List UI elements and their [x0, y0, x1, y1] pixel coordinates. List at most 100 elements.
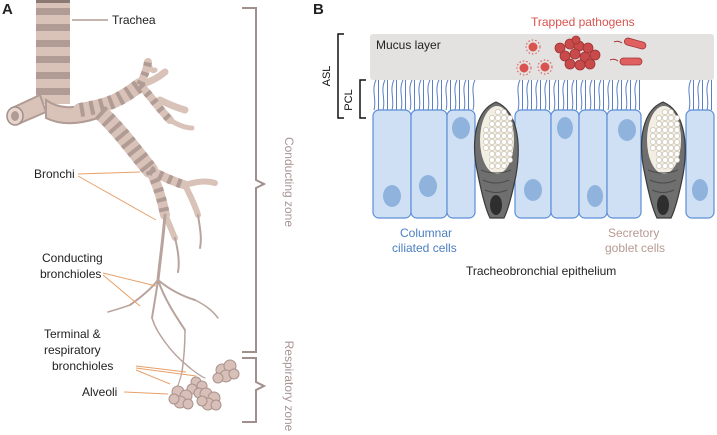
mucin-granule: [656, 127, 662, 133]
mucin-granule: [489, 151, 495, 157]
cilium: [445, 79, 449, 111]
conducting-zone-label: Conducting zone: [282, 137, 296, 227]
mucin-granule: [674, 139, 680, 145]
cilium: [436, 79, 440, 111]
mucin-granule: [501, 109, 507, 115]
mucin-granule: [656, 139, 662, 145]
pcl-label: PCL: [343, 89, 355, 110]
label-alveoli: Alveoli: [82, 385, 117, 399]
secretory-label-line1: Secretory: [608, 226, 659, 240]
cilium: [535, 79, 539, 111]
mucin-granule: [483, 127, 489, 133]
zone-brackets: [242, 7, 267, 423]
mucin-granule: [507, 127, 513, 133]
mucin-granule: [662, 127, 668, 133]
cilium: [607, 79, 611, 111]
label-bronchi: Bronchi: [34, 167, 75, 181]
mucin-granule: [483, 139, 489, 145]
cilium: [580, 79, 584, 111]
cilium: [706, 79, 710, 111]
mucin-granule: [662, 145, 668, 151]
mucin-granule: [489, 133, 495, 139]
mucin-granule: [507, 145, 513, 151]
label-terminal-line1: Terminal &: [44, 327, 101, 341]
mucin-granule: [650, 139, 656, 145]
panel-a-letter: A: [2, 1, 13, 18]
mucin-granule: [489, 115, 495, 121]
cilium: [526, 79, 530, 111]
mucin-granule: [495, 163, 501, 169]
mucin-granule: [495, 121, 501, 127]
cilium: [454, 79, 458, 111]
mucin-granule: [662, 163, 668, 169]
mucin-granule: [507, 121, 513, 127]
cilium: [544, 79, 548, 111]
mucin-granule: [507, 151, 513, 157]
epithelium-caption: Tracheobronchial epithelium: [466, 264, 616, 278]
cilium: [418, 79, 422, 111]
mucin-granule: [668, 157, 674, 163]
mucin-granule: [662, 139, 668, 145]
secretory-label-line2: goblet cells: [605, 241, 665, 255]
mucin-granule: [495, 115, 501, 121]
mucin-granule: [668, 127, 674, 133]
mucin-granule: [501, 163, 507, 169]
mucin-granule: [662, 157, 668, 163]
cilium: [625, 79, 629, 111]
mucin-granule: [489, 121, 495, 127]
cilium: [562, 79, 566, 111]
mucin-granule: [495, 139, 501, 145]
mucus-layer-label: Mucus layer: [376, 38, 441, 52]
label-terminal-line2: respiratory: [44, 343, 101, 357]
columnar-label-line1: Columnar: [400, 226, 452, 240]
pathogens: [516, 35, 647, 76]
cilium: [571, 79, 575, 111]
mucin-granule: [507, 139, 513, 145]
goblet-cells: [473, 101, 686, 219]
cilia: [373, 79, 712, 111]
panel-b-letter: B: [313, 1, 324, 18]
mucin-granule: [489, 145, 495, 151]
mucin-granule: [501, 145, 507, 151]
mucin-granule: [650, 127, 656, 133]
mucin-granule: [501, 127, 507, 133]
mucin-granule: [668, 121, 674, 127]
leader-lines: [72, 19, 197, 395]
mucin-granule: [668, 133, 674, 139]
mucin-granule: [656, 133, 662, 139]
mucin-granule: [495, 151, 501, 157]
mucin-granule: [662, 115, 668, 121]
epithelial-cells: [372, 109, 715, 219]
mucin-granule: [668, 109, 674, 115]
label-conducting-line2: bronchioles: [40, 267, 101, 281]
mucin-granule: [483, 145, 489, 151]
mucin-granule: [489, 139, 495, 145]
mucin-granule: [674, 133, 680, 139]
trapped-pathogens-label: Trapped pathogens: [531, 15, 635, 29]
mucin-granule: [674, 127, 680, 133]
mucin-granule: [489, 163, 495, 169]
asl-label: ASL: [321, 66, 333, 87]
cilium: [472, 79, 476, 111]
cilium: [634, 79, 638, 111]
label-trachea: Trachea: [112, 13, 156, 27]
mucin-granule: [656, 115, 662, 121]
mucin-granule: [650, 133, 656, 139]
mucin-granule: [668, 115, 674, 121]
cilium: [598, 79, 602, 111]
label-conducting-line1: Conducting: [42, 251, 103, 265]
cilium: [427, 79, 431, 111]
airway-tree: [6, 0, 240, 411]
mucin-granule: [501, 115, 507, 121]
mucin-granule: [489, 157, 495, 163]
mucin-granule: [656, 145, 662, 151]
cilium: [463, 79, 467, 111]
cilium: [697, 79, 701, 111]
asl-pcl-brackets: [337, 33, 366, 119]
mucin-granule: [662, 109, 668, 115]
mucin-granule: [501, 157, 507, 163]
mucin-granule: [668, 145, 674, 151]
mucin-granule: [674, 145, 680, 151]
label-terminal-line3: bronchioles: [52, 359, 113, 373]
